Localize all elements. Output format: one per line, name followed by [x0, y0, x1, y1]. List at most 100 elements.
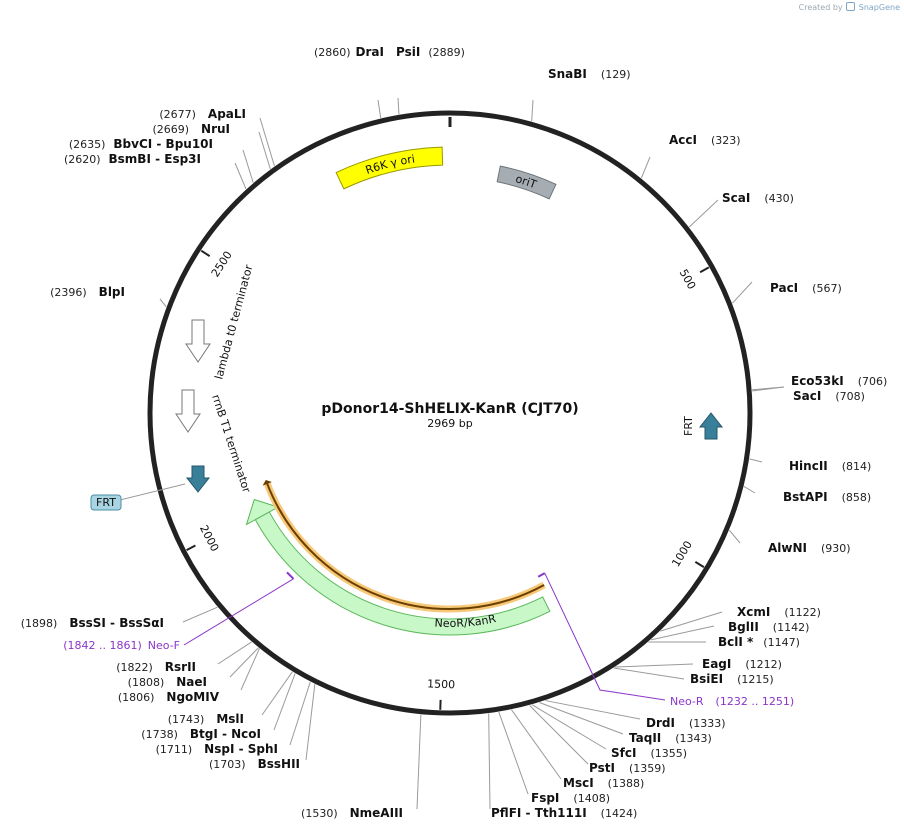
- feature-frt-left[interactable]: [185, 465, 211, 493]
- credit-text: Created by: [798, 3, 843, 12]
- site-label[interactable]: BclI *(1147): [718, 635, 800, 649]
- site-leader-line: [749, 458, 763, 463]
- site-label[interactable]: PflFI - Tth111I(1424): [491, 806, 637, 820]
- site-leader-line: [397, 97, 400, 115]
- site-leader-line: [752, 386, 785, 392]
- feature-r6k-ori[interactable]: [335, 146, 444, 190]
- site-label[interactable]: HincII(814): [789, 459, 871, 473]
- site-label[interactable]: SacI(708): [793, 389, 865, 403]
- site-label[interactable]: (1822)RsrII: [116, 660, 196, 674]
- site-label[interactable]: ScaI(430): [722, 191, 794, 205]
- site-leader-line: [529, 705, 589, 765]
- site-leader-line: [531, 704, 607, 750]
- restriction-sites: (2860)DraI PsiI(2889) SnaBI(129) AccI(32…: [21, 45, 888, 820]
- feature-label-rrnb-t1: rrnB T1 terminator: [209, 393, 253, 495]
- tick-mark: [699, 266, 710, 274]
- site-leader-line: [729, 529, 741, 544]
- snapgene-credit: Created by SnapGene: [799, 2, 900, 12]
- site-leader-line: [615, 663, 694, 668]
- site-label[interactable]: SnaBI(129): [548, 67, 631, 81]
- plasmid-name: pDonor14-ShHELIX-KanR (CJT70): [321, 401, 578, 417]
- site-leader-line: [217, 641, 252, 665]
- feature-rrnb-t1-terminator[interactable]: [175, 389, 201, 433]
- site-label[interactable]: BglII(1142): [728, 620, 809, 634]
- primer-label-neo-r[interactable]: Neo-R(1232 .. 1251): [670, 695, 794, 708]
- feature-label-lambda-t0: lambda t0 terminator: [212, 263, 255, 381]
- site-label[interactable]: XcmI(1122): [737, 605, 821, 619]
- feature-neor-kanr[interactable]: [254, 511, 551, 636]
- primer-neo-f[interactable]: [286, 571, 295, 580]
- site-label[interactable]: SfcI(1355): [611, 746, 687, 760]
- site-label[interactable]: EagI(1212): [702, 657, 782, 671]
- site-label[interactable]: (2620)BsmBI - Esp3I: [64, 152, 201, 166]
- frt-left-label: FRT: [96, 496, 116, 509]
- frt-right-label: FRT: [682, 416, 695, 436]
- site-label[interactable]: FspI(1408): [531, 791, 610, 805]
- primer-labels: Neo-R(1232 .. 1251) (1842 .. 1861)Neo-F: [63, 639, 794, 708]
- site-label[interactable]: (1530)NmeAIII: [301, 806, 403, 820]
- site-leader-line: [732, 281, 753, 304]
- site-label[interactable]: (1898)BssSI - BssSαI: [21, 616, 164, 630]
- site-label[interactable]: BsiEI(1215): [690, 672, 774, 686]
- feature-orit[interactable]: [496, 165, 557, 200]
- orf-line: [265, 482, 545, 610]
- site-label[interactable]: (1806)NgoMIV: [118, 690, 220, 704]
- tick-label: 1500: [427, 677, 455, 691]
- site-leader-line: [531, 99, 534, 122]
- leader-lines: [159, 97, 785, 810]
- site-label[interactable]: AlwNI(930): [768, 541, 851, 555]
- site-leader-line: [416, 714, 422, 810]
- site-label[interactable]: DrdI(1333): [646, 716, 726, 730]
- site-leader-line: [545, 700, 641, 720]
- site-label[interactable]: Eco53kI(706): [791, 374, 887, 388]
- credit-brand: SnapGene: [858, 3, 900, 12]
- site-label[interactable]: (1703)BssHII: [209, 757, 300, 771]
- plasmid-length: 2969 bp: [427, 417, 472, 430]
- feature-neor-kanr-arrowhead[interactable]: [245, 498, 280, 526]
- site-label[interactable]: AccI(323): [669, 133, 741, 147]
- site-label[interactable]: (2635)BbvCI - Bpu10I: [69, 137, 213, 151]
- site-leader-line: [261, 671, 293, 716]
- site-leader-line: [613, 667, 685, 680]
- feature-lambda-t0-terminator[interactable]: [185, 319, 211, 363]
- frt-left-badge[interactable]: [90, 494, 122, 511]
- site-label[interactable]: (1738)BtgI - NcoI: [141, 727, 261, 741]
- site-label[interactable]: BstAPI(858): [783, 490, 871, 504]
- site-label[interactable]: TaqII(1343): [629, 731, 712, 745]
- site-label[interactable]: (1808)NaeI: [128, 675, 207, 689]
- site-label[interactable]: (2396)BlpI: [50, 285, 125, 299]
- site-leader-line: [159, 298, 167, 308]
- site-label[interactable]: PsiI(2889): [396, 45, 465, 59]
- site-leader-line: [743, 486, 756, 494]
- site-leader-line: [234, 162, 247, 190]
- plasmid-backbone: [147, 110, 753, 716]
- site-label[interactable]: (1711)NspI - SphI: [156, 742, 278, 756]
- site-leader-line: [229, 647, 259, 678]
- site-label[interactable]: PstI(1359): [589, 761, 666, 775]
- primer-label-neo-f[interactable]: (1842 .. 1861)Neo-F: [63, 639, 180, 652]
- tick-label: 1000: [669, 539, 695, 570]
- site-label[interactable]: (2669)NruI: [152, 122, 230, 136]
- site-label[interactable]: (2677)ApaLI: [159, 107, 246, 121]
- site-label[interactable]: (2860)DraI: [314, 45, 384, 59]
- site-leader-line: [258, 131, 271, 170]
- site-leader-line: [688, 199, 719, 228]
- site-leader-line: [488, 713, 491, 810]
- site-leader-line: [650, 625, 715, 641]
- tick-label: 500: [677, 267, 699, 292]
- tick-mark: [694, 561, 705, 568]
- site-label[interactable]: (1743)MslI: [168, 712, 244, 726]
- orf-arrowhead: [262, 479, 272, 486]
- feature-label-orit-path: oriT: [514, 172, 539, 191]
- primer-neo-f-leader: [183, 578, 294, 646]
- feature-frt-right[interactable]: [698, 412, 724, 440]
- site-leader-line: [242, 149, 254, 183]
- site-leader-line: [511, 709, 562, 780]
- site-label[interactable]: MscI(1388): [563, 776, 644, 790]
- frt-left-leader: [119, 483, 186, 501]
- tick-mark: [200, 249, 211, 257]
- primer-neo-r[interactable]: [537, 572, 546, 578]
- site-leader-line: [240, 648, 260, 691]
- site-label[interactable]: PacI(567): [770, 281, 842, 295]
